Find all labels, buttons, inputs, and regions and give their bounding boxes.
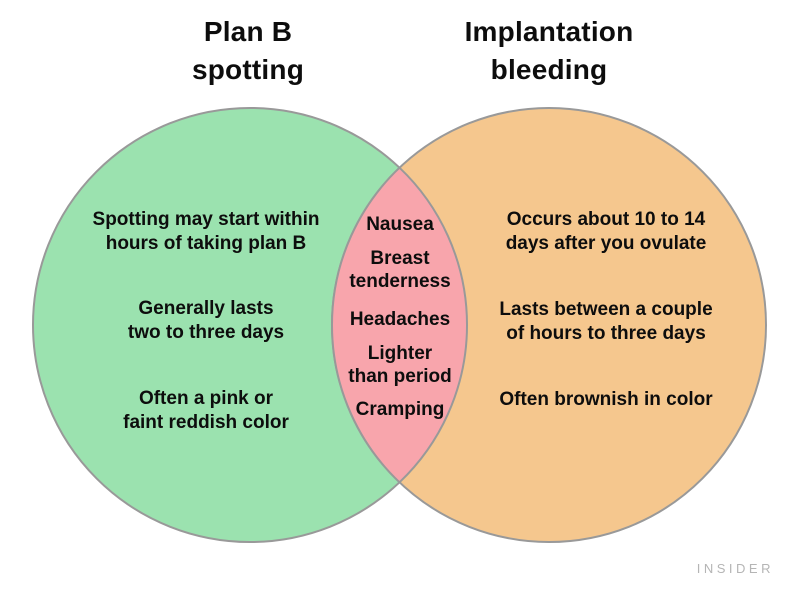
overlap-lens-shape (331, 166, 468, 484)
overlap-item: Nausea (366, 214, 434, 235)
right-circle-item: Often brownish in color (499, 389, 713, 410)
right-circle-item: Lasts between a couple of hours to three… (499, 299, 713, 344)
left-circle-title: Plan B spotting (191, 16, 304, 85)
left-circle-item: Spotting may start within hours of takin… (92, 209, 320, 254)
overlap-item: Headaches (349, 309, 451, 330)
left-circle-item: Generally lasts two to three days (127, 298, 285, 343)
overlap-item: Lighter than period (348, 343, 452, 387)
insider-watermark: INSIDER (696, 561, 774, 576)
right-circle-item: Occurs about 10 to 14 days after you ovu… (505, 209, 707, 254)
overlap-item: Cramping (355, 399, 445, 420)
right-circle-title: Implantation bleeding (464, 16, 634, 85)
overlap-item: Breast tenderness (349, 248, 451, 292)
left-circle-item: Often a pink or faint reddish color (123, 388, 289, 433)
